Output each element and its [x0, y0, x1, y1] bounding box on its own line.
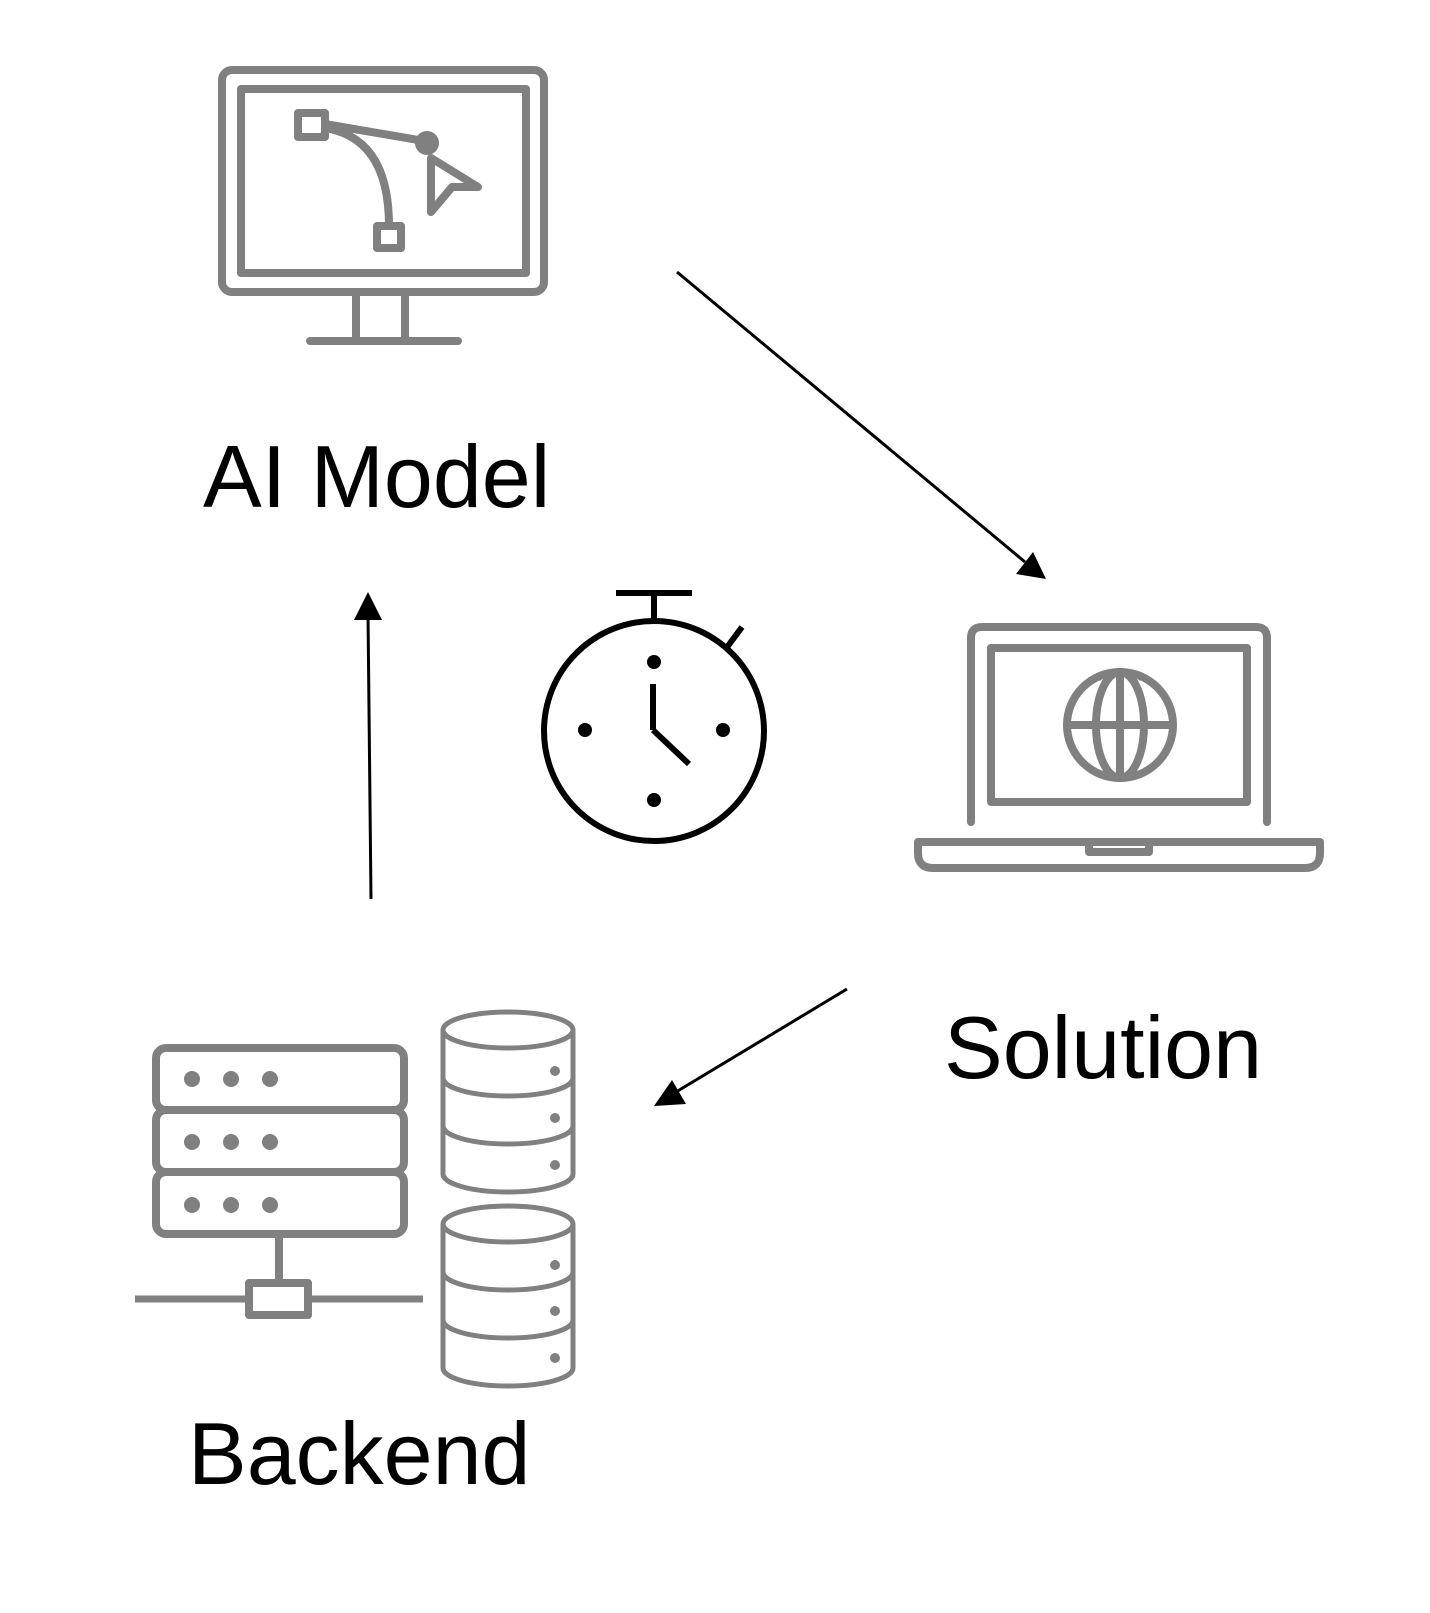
monitor-design-icon — [218, 66, 548, 345]
arrow-solution-to-backend — [654, 987, 848, 1106]
solution-label: Solution — [944, 998, 1263, 1097]
stopwatch-icon — [541, 590, 767, 844]
backend-label: Backend — [188, 1404, 531, 1503]
arrow-backend-to-ai-model — [354, 592, 382, 900]
laptop-globe-icon — [914, 623, 1324, 872]
arrow-ai-model-to-solution — [676, 270, 1046, 579]
ai-model-label: AI Model — [203, 427, 551, 526]
server-database-icon — [135, 1009, 576, 1389]
